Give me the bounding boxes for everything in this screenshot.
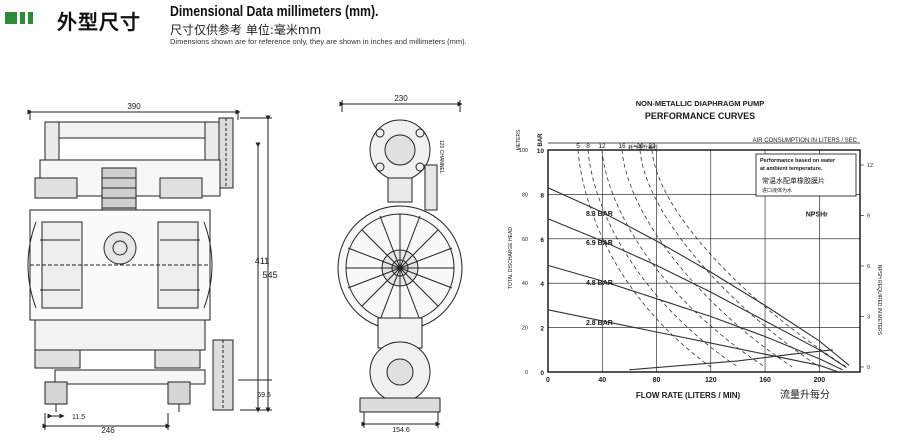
y-tick-label-npsh: 6	[867, 264, 870, 270]
series-line	[547, 218, 847, 369]
header-accent-bars	[5, 12, 33, 24]
y-tick-label-meters: 0	[525, 370, 528, 376]
air-consumption-curve	[601, 149, 766, 368]
y-tick-label-npsh: 3	[867, 315, 870, 321]
chart-title-line1: NON-METALLIC DIAPHRAGM PUMP	[636, 99, 765, 108]
air-tick-label: 12	[598, 143, 606, 150]
reference-note: Dimensions shown are for reference only,…	[170, 37, 467, 46]
air-consumption-label: AIR CONSUMPTION IN LITERS / SEC	[753, 138, 858, 144]
series-label: NPSHr	[806, 212, 828, 219]
x-tick-label: 80	[653, 377, 661, 384]
series-label: 2.8 BAR	[586, 320, 613, 327]
air-consumption-curves	[577, 149, 847, 368]
y-tick-label-bar: 0	[540, 370, 544, 377]
y-tick-label-bar: 6	[540, 237, 544, 244]
y-tick-label-bar: 10	[537, 148, 545, 155]
series-line	[547, 309, 839, 373]
y-tick-label-bar: 8	[540, 192, 544, 199]
x-tick-label: 0	[546, 377, 550, 384]
dim-390: 390	[127, 102, 141, 111]
performance-chart: NON-METALLIC DIAPHRAGM PUMP PERFORMANCE …	[508, 99, 882, 401]
front-view-drawing	[27, 109, 272, 430]
page-header: 外型尺寸 Dimensional Data millimeters (mm). …	[0, 0, 900, 52]
y-tick-label-npsh: 9	[867, 214, 870, 220]
air-consumption-curve	[639, 149, 820, 368]
series-label: 8.3 BAR	[586, 211, 613, 218]
air-tick-label: 8	[586, 143, 590, 150]
dim-411: 411	[255, 256, 269, 266]
y-tick-label-meters: 80	[522, 192, 528, 198]
note-en-line1: Performance based on water	[760, 158, 836, 164]
y-tick-label-bar: 2	[540, 326, 544, 333]
flange-label: 120 CHANNEL	[438, 140, 444, 174]
x-tick-label: 40	[598, 377, 606, 384]
series-label: 6.9 BAR	[586, 240, 613, 247]
series-label: 4.8 BAR	[586, 280, 613, 287]
dim-154-6: 154.6	[392, 427, 410, 434]
air-tick-label: 5	[576, 143, 580, 150]
y-unit-meters: METERS	[516, 129, 522, 151]
side-view-drawing	[337, 100, 463, 428]
y-tick-label-meters: 40	[522, 281, 528, 287]
chart-title-line2: PERFORMANCE CURVES	[645, 111, 755, 121]
x-tick-label: 120	[705, 377, 717, 384]
x-tick-label: 200	[813, 377, 825, 384]
y-tick-label-npsh: 12	[867, 163, 873, 169]
y-tick-label-npsh: 0	[867, 365, 870, 371]
y-axis-label-left: TOTAL DISCHARGE HEAD	[508, 227, 514, 289]
air-consumption-curve	[587, 149, 739, 368]
series-labels: 8.3 BAR 6.9 BAR 4.8 BAR 2.8 BAR NPSHr	[586, 211, 828, 327]
air-tick-label: 22	[648, 143, 656, 150]
note-cn1: 常温水配单橡胶膜片	[762, 176, 825, 185]
dim-11-5: 11.5	[72, 414, 85, 421]
air-tick-label: 16	[618, 143, 626, 150]
dim-246: 246	[101, 426, 115, 435]
dim-230: 230	[394, 94, 408, 103]
x-tick-label: 160	[759, 377, 771, 384]
y-unit-bar: BAR	[538, 133, 544, 147]
air-consumption-curve	[577, 149, 712, 368]
series-line	[547, 264, 843, 371]
y-tick-label-bar: 4	[540, 281, 544, 288]
dim-69-5: 69.5	[257, 392, 271, 399]
y-axis-label-right: NPSH REQUIRED IN METERS	[876, 265, 882, 336]
pressure-series-lines	[547, 187, 850, 373]
dim-545: 545	[262, 270, 277, 280]
y-tick-label-meters: 20	[522, 326, 528, 332]
title-cn: 外型尺寸	[57, 10, 141, 34]
note-box	[755, 153, 857, 197]
series-line	[547, 187, 850, 366]
air-consumption-label-cn: 耗气量升每秒	[628, 144, 658, 151]
y-tick-label-meters: 60	[522, 237, 528, 243]
note-cn2: 进口液体为水	[762, 187, 792, 194]
note-en-line2: at ambient temperature.	[760, 166, 823, 172]
x-axis-label: FLOW RATE (LITERS / MIN)	[636, 391, 741, 400]
chart-gridlines	[547, 149, 864, 373]
title-en: Dimensional Data millimeters (mm).	[170, 3, 379, 20]
series-line	[629, 349, 833, 371]
subtitle-cn: 尺寸仅供参考 单位:毫米mm	[170, 23, 322, 37]
y-tick-label-meters: 100	[519, 148, 528, 154]
x-axis-label-cn: 流量升每分	[780, 388, 830, 401]
air-tick-label: 20	[636, 143, 644, 150]
